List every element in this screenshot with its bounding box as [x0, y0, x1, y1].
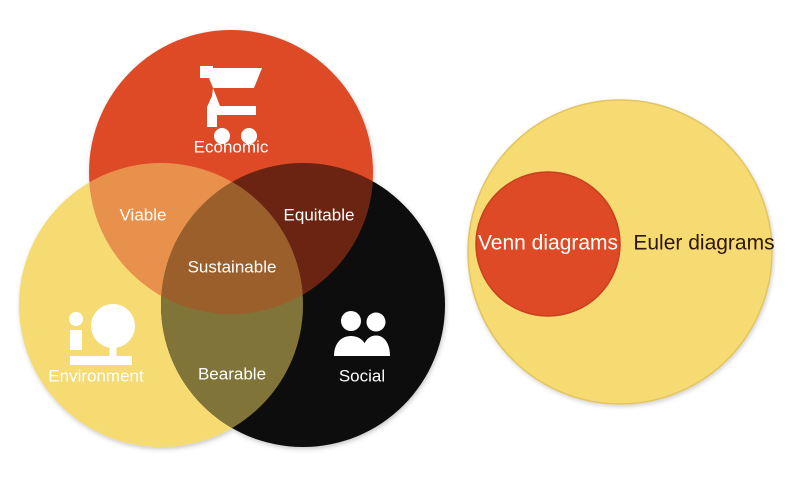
- euler-inner-circle[interactable]: [475, 171, 621, 317]
- tree-person-icon: [69, 304, 135, 365]
- venn-label-social: Social: [339, 366, 385, 385]
- venn-label-environment: Environment: [48, 366, 144, 385]
- venn-label-bearable: Bearable: [198, 364, 266, 383]
- euler-label-outer: Euler diagrams: [633, 232, 774, 255]
- euler-diagram: Euler diagrams Venn diagrams: [467, 99, 775, 405]
- people-icon: [334, 311, 390, 356]
- venn-label-economic: Economic: [194, 137, 269, 156]
- shopping-cart-icon: [200, 66, 262, 144]
- sustainability-venn-diagram: Economic Environment Social Viable Equit…: [19, 30, 445, 447]
- euler-label-inner: Venn diagrams: [478, 232, 618, 255]
- venn-label-sustainable: Sustainable: [188, 257, 277, 276]
- venn-label-equitable: Equitable: [284, 205, 355, 224]
- venn-label-viable: Viable: [120, 205, 167, 224]
